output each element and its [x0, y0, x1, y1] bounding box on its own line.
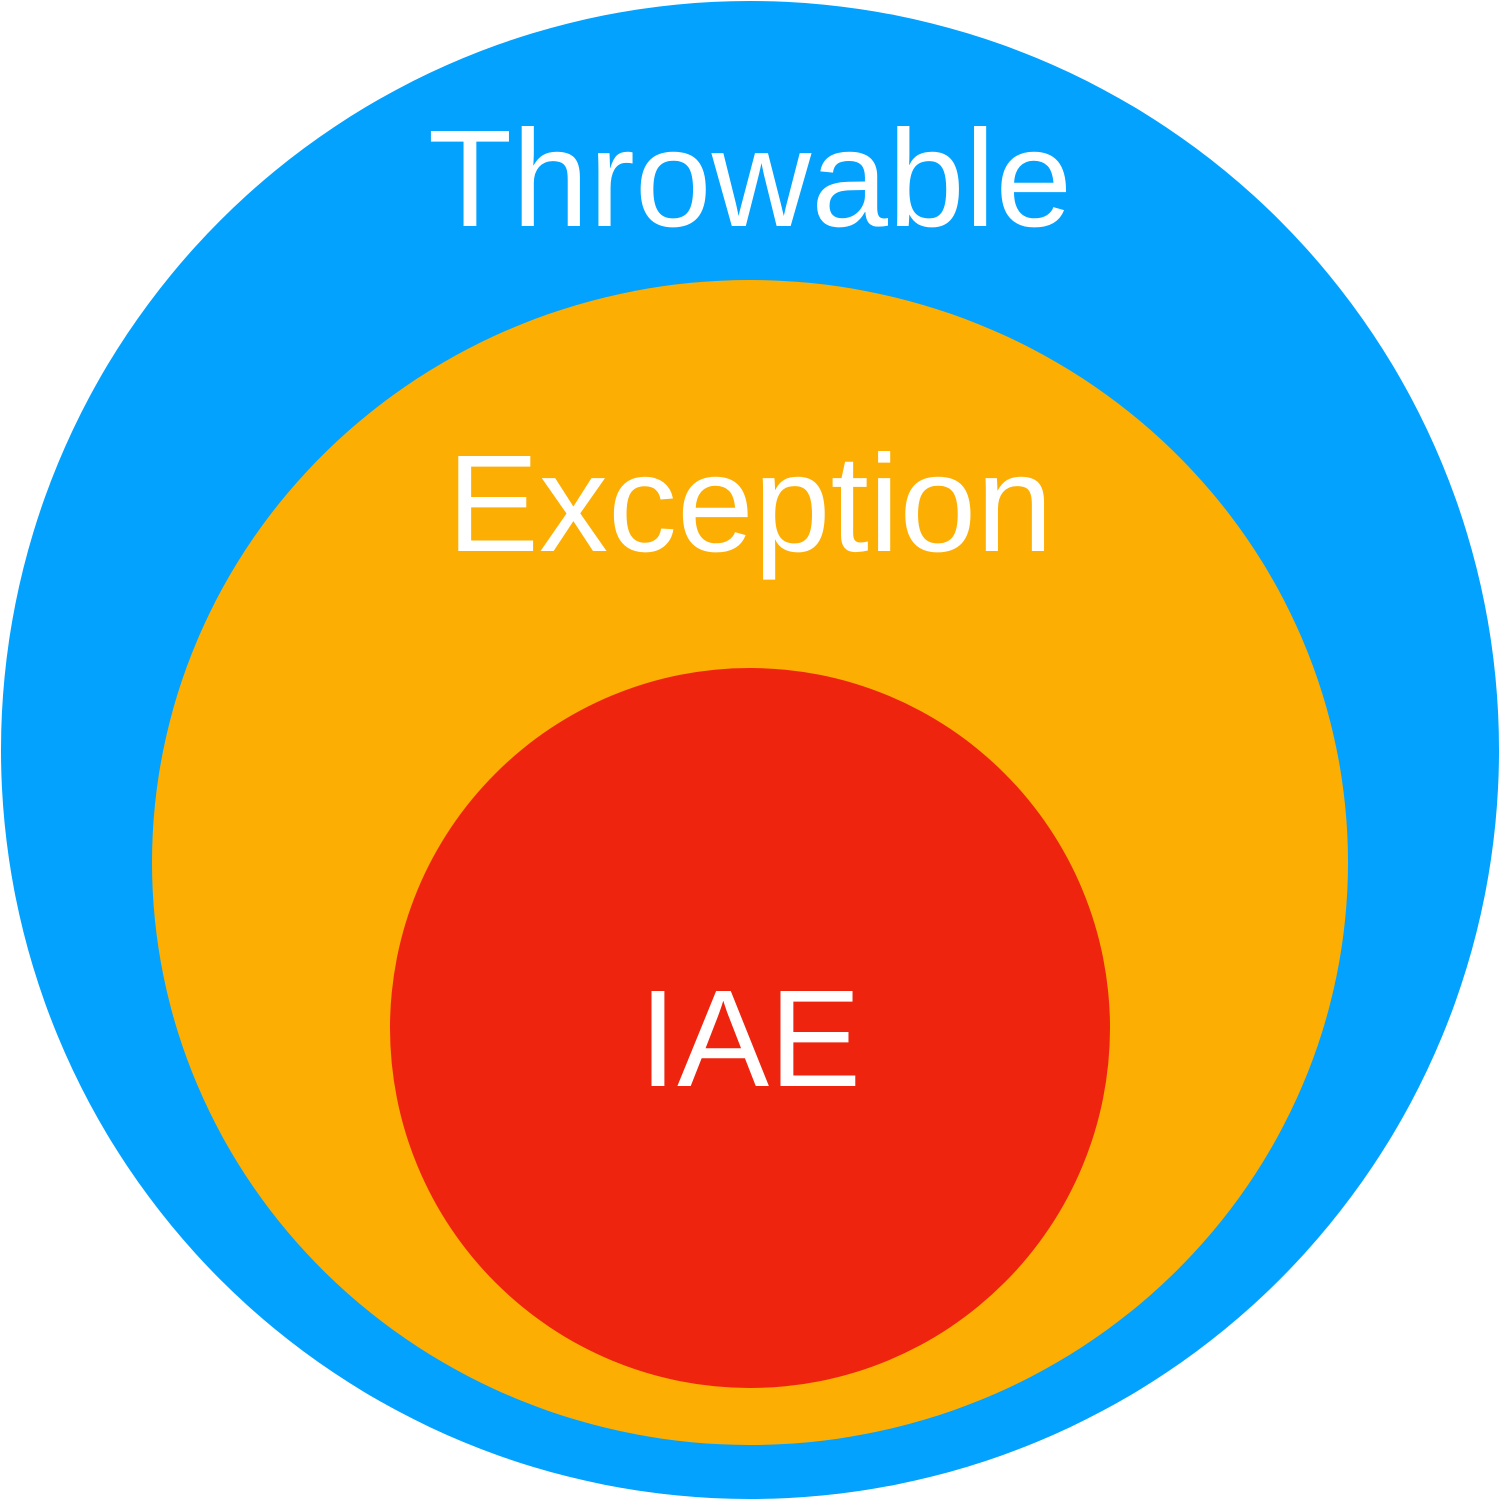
exception-label: Exception: [446, 427, 1054, 581]
iae-circle: [390, 668, 1110, 1388]
throwable-label: Throwable: [427, 102, 1073, 256]
iae-label: IAE: [638, 962, 862, 1116]
